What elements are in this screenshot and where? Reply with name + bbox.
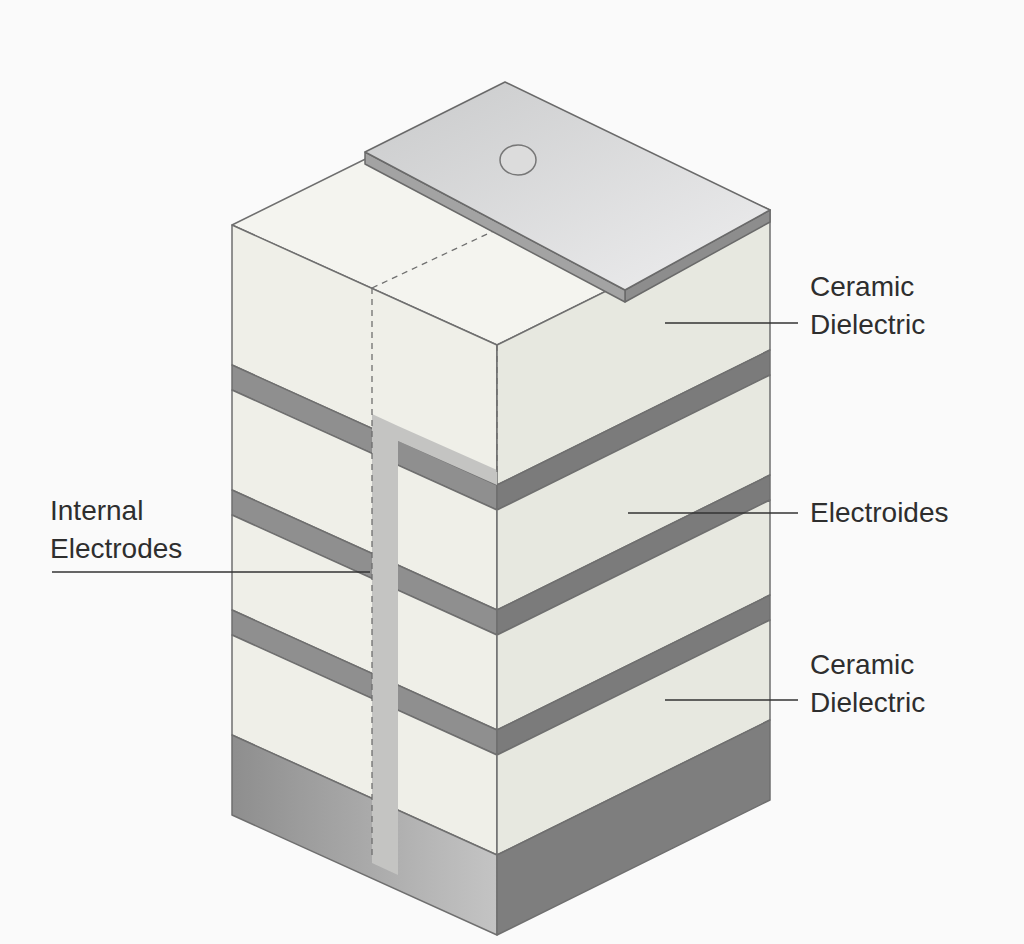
leader-lines [52, 323, 798, 700]
internal-electrode-strip [372, 414, 497, 875]
part-label: Internal Electrodes [50, 492, 230, 568]
top-terminal-plate [365, 82, 770, 302]
part-label: Ceramic Dielectric [810, 268, 980, 344]
hidden-edges [372, 228, 620, 860]
part-label: Electroides [810, 494, 1010, 532]
part-label: Ceramic Dielectric [810, 646, 980, 722]
